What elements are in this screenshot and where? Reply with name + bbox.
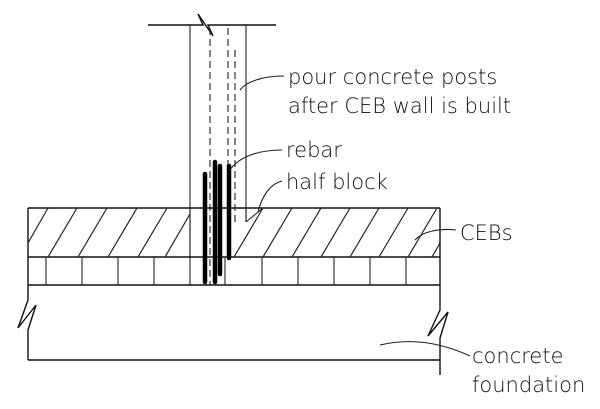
- label-cebs: CEBs: [460, 221, 513, 245]
- post-top-break-line: [148, 13, 276, 37]
- ceb-top-course: [27, 207, 441, 285]
- ceb-hatching-left: [27, 207, 191, 258]
- ceb-bottom-course: [28, 257, 440, 286]
- label-rebar: rebar: [286, 138, 342, 162]
- leader-lines: [229, 75, 471, 357]
- label-half-block: half block: [286, 170, 388, 194]
- rebar-bars: [202, 159, 232, 285]
- concrete-foundation: [17, 285, 449, 375]
- ceb-hatching-right: [233, 207, 441, 258]
- label-concrete-foundation-line1: concrete: [472, 344, 564, 368]
- label-pour-concrete-posts-line2: after CEB wall is built: [288, 94, 511, 118]
- label-concrete-foundation-line2: foundation: [472, 373, 585, 397]
- label-pour-concrete-posts-line1: pour concrete posts: [288, 65, 497, 89]
